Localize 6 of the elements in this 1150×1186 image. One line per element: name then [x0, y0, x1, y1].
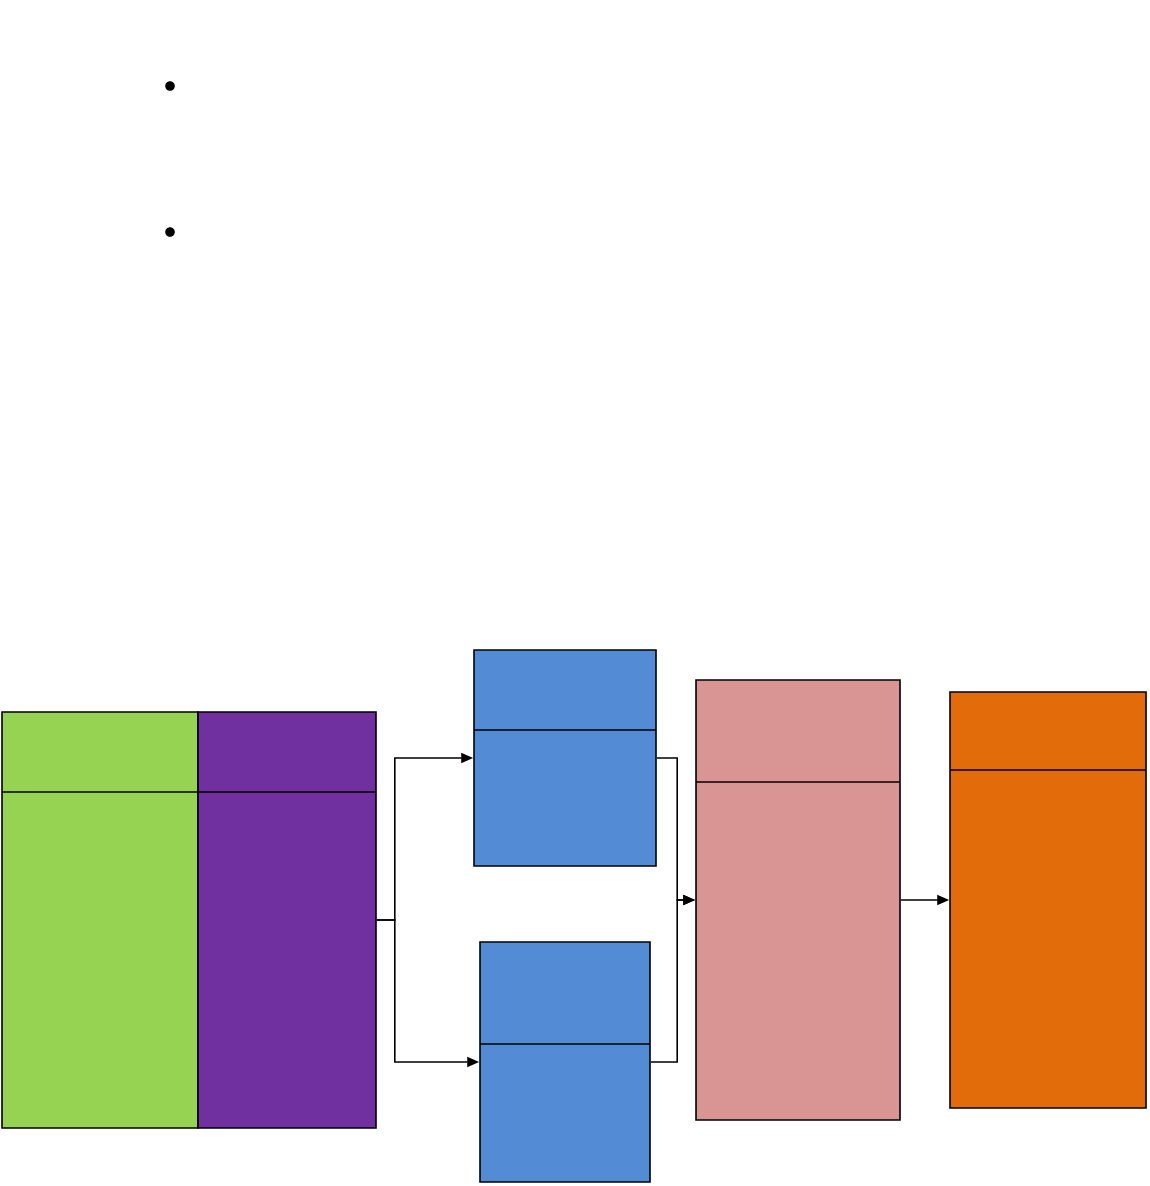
- column-box: [473, 649, 657, 867]
- column-box: [479, 941, 651, 1183]
- column-box: [949, 691, 1147, 1109]
- column-box: [1, 711, 199, 1129]
- column-box: [695, 679, 901, 1121]
- column-box: [197, 711, 377, 1129]
